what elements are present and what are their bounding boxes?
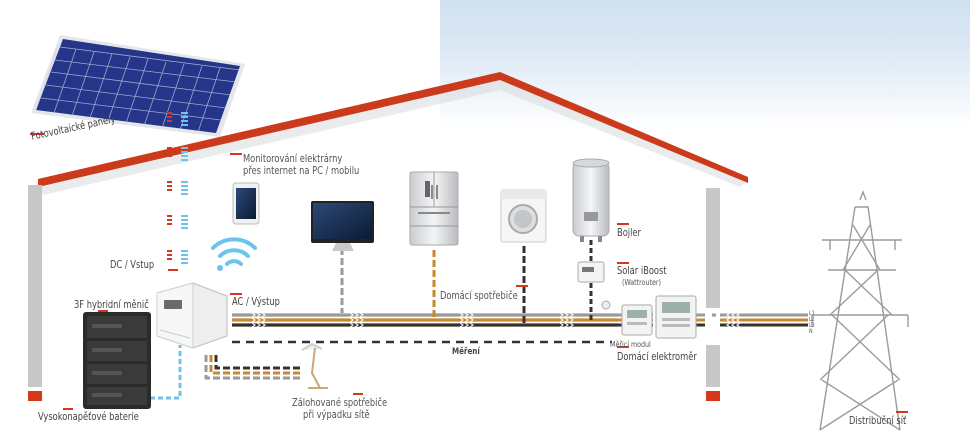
boiler-label: Bojler [617, 227, 641, 239]
phase-label-l2: L2 [809, 316, 815, 323]
monitor-icon [311, 201, 374, 251]
accent-bars [30, 133, 908, 413]
sky-background [440, 0, 970, 130]
wifi-icon [211, 237, 257, 271]
backup-label-line1: Zálohované spotřebiče [292, 397, 388, 409]
dc-cable [167, 112, 188, 264]
battery-dc-cable [150, 345, 182, 400]
phase-label-l1: L1 [809, 310, 815, 317]
washing-machine-icon [500, 189, 547, 243]
monitoring-label-line2: přes internet na PC / mobilu [243, 165, 360, 177]
measurement-label: Měření [452, 347, 480, 357]
home-appliances-label: Domácí spotřebiče [440, 290, 518, 302]
meter-module-label: Měřicí modul [610, 340, 651, 349]
lamp-icon [301, 342, 328, 389]
home-meter-label: Domácí elektroměr [617, 351, 697, 363]
house-roof [38, 72, 748, 195]
solar-panel-icon [31, 35, 245, 137]
monitoring-label-line1: Monitorování elektrárny [243, 153, 343, 165]
ac-bus [232, 312, 808, 328]
fridge-icon [409, 171, 459, 246]
backup-label-line2: při výpadku sítě [303, 409, 370, 421]
house-wall-left [28, 185, 42, 401]
inverter-label: 3F hybridní měnič [74, 299, 149, 311]
phase-label-l3: L3 [809, 322, 815, 329]
home-meter-icon [655, 295, 697, 339]
wattrouter-label: (Wattrouter) [622, 278, 661, 287]
phase-label-n: N [809, 328, 813, 335]
iboost-sensor-icon [601, 300, 611, 310]
iboost-label: Solar iBoost [617, 265, 667, 277]
power-pylon-icon [811, 190, 909, 431]
battery-stack-icon [83, 312, 151, 409]
smartphone-icon [232, 182, 260, 225]
iboost-device-icon [577, 261, 605, 283]
meter-module-icon [621, 304, 653, 336]
hybrid-inverter-icon [156, 282, 228, 349]
grid-label: Distribuční síť [849, 415, 907, 427]
ac-output-label: AC / Výstup [232, 296, 280, 308]
house-wall-right [706, 188, 720, 401]
boiler-icon [572, 158, 610, 242]
battery-label: Vysokonapěťové baterie [38, 411, 139, 423]
backup-cable [204, 355, 300, 380]
dc-input-label: DC / Vstup [110, 259, 155, 271]
